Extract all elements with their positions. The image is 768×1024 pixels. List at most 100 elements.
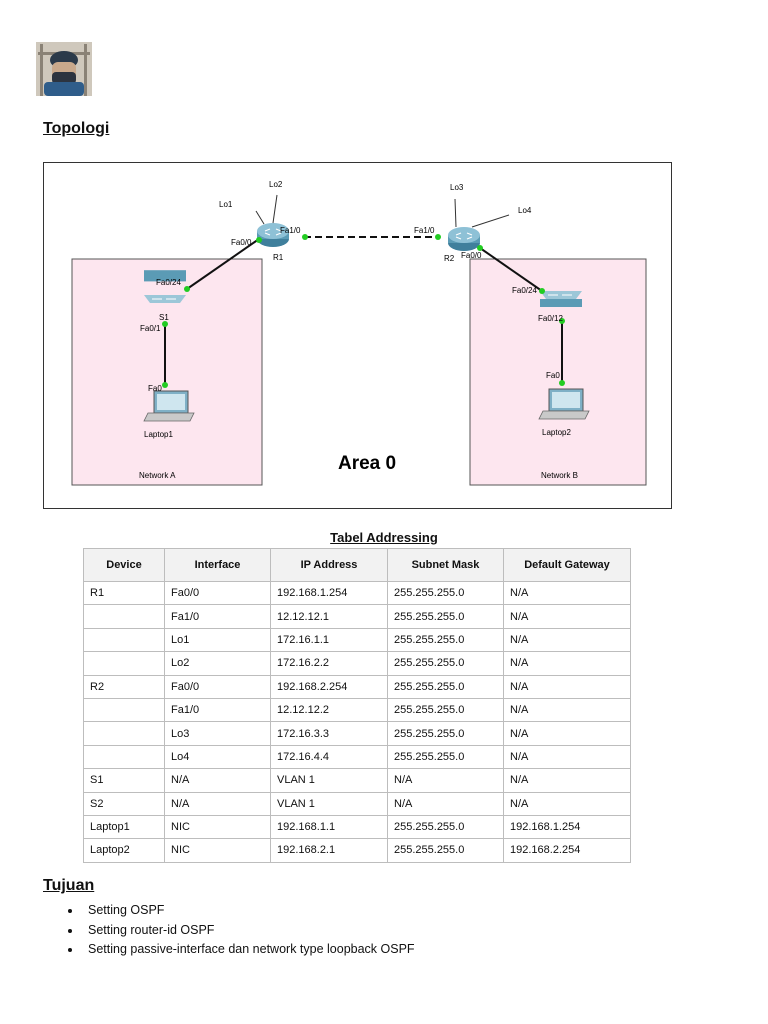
laptop2-icon[interactable] — [538, 388, 590, 420]
table-cell: 255.255.255.0 — [387, 814, 504, 840]
topology-heading: Topologi — [43, 120, 110, 137]
table-cell: 12.12.12.2 — [270, 697, 388, 723]
table-cell: 255.255.255.0 — [387, 627, 504, 653]
label-laptop2: Laptop2 — [542, 428, 571, 437]
table-cell: 172.16.4.4 — [270, 744, 388, 770]
label-r2: R2 — [444, 254, 455, 263]
label-lo3: Lo3 — [450, 183, 464, 192]
table-cell: N/A — [503, 791, 631, 816]
label-r2-fa1-0: Fa1/0 — [414, 226, 435, 235]
switch-s1-icon[interactable] — [144, 270, 186, 303]
table-cell: N/A — [503, 604, 631, 629]
table-cell: N/A — [164, 791, 271, 816]
table-cell: 192.168.1.1 — [270, 814, 388, 840]
table-cell: 12.12.12.1 — [270, 604, 388, 629]
topology-diagram: Lo2 Lo1 Fa1/0 Fa0/0 R1 Lo3 Lo4 Fa1/0 Fa0… — [43, 162, 672, 509]
label-lo2: Lo2 — [269, 180, 283, 189]
label-network-a: Network A — [139, 471, 176, 480]
table-cell: Lo4 — [164, 744, 271, 770]
table-cell: N/A — [503, 627, 631, 653]
area-label: Area 0 — [338, 453, 396, 474]
label-lo4: Lo4 — [518, 206, 532, 215]
table-cell: Fa1/0 — [164, 697, 271, 723]
router-r2-icon[interactable] — [448, 198, 510, 251]
table-cell: 192.168.2.1 — [270, 838, 388, 863]
author-photo-icon — [36, 42, 92, 96]
table-header-cell: Interface — [164, 548, 271, 582]
table-cell: NIC — [164, 814, 271, 840]
table-cell: Laptop1 — [83, 814, 165, 840]
label-s2-fa0-24: Fa0/24 — [512, 286, 537, 295]
switch-s2-icon[interactable] — [540, 291, 582, 307]
table-cell: N/A — [503, 697, 631, 723]
goals-heading: Tujuan — [43, 877, 95, 894]
table-cell: VLAN 1 — [270, 768, 388, 793]
table-cell: R2 — [83, 674, 165, 699]
table-cell: N/A — [387, 791, 504, 816]
table-cell: 255.255.255.0 — [387, 697, 504, 723]
table-cell: 192.168.1.254 — [503, 814, 631, 840]
label-lo1: Lo1 — [219, 200, 233, 209]
label-s1-fa0-24: Fa0/24 — [156, 278, 181, 287]
table-cell: N/A — [503, 651, 631, 676]
table-cell: 172.16.3.3 — [270, 721, 388, 746]
table-header-cell: Default Gateway — [503, 548, 631, 582]
table-cell: N/A — [387, 768, 504, 793]
author-logo — [36, 42, 92, 96]
goal-item: Setting OSPF — [82, 901, 415, 921]
table-cell — [83, 744, 165, 770]
label-s2-fa0-12: Fa0/12 — [538, 314, 563, 323]
table-cell: Laptop2 — [83, 838, 165, 863]
table-cell: Fa1/0 — [164, 604, 271, 629]
table-cell — [83, 651, 165, 676]
table-cell: 192.168.2.254 — [503, 838, 631, 863]
table-header-cell: Subnet Mask — [387, 548, 504, 582]
label-network-b: Network B — [541, 471, 578, 480]
table-cell: 172.16.2.2 — [270, 651, 388, 676]
table-cell: N/A — [503, 768, 631, 793]
network-a-box — [71, 258, 263, 486]
table-header-cell: Device — [83, 548, 165, 582]
router-r1-icon[interactable] — [255, 194, 289, 247]
label-laptop1-fa0: Fa0 — [148, 384, 162, 393]
table-cell: R1 — [83, 580, 165, 606]
goals-list: Setting OSPFSetting router-id OSPFSettin… — [62, 901, 415, 960]
label-laptop2-fa0: Fa0 — [546, 371, 560, 380]
table-title: Tabel Addressing — [330, 530, 438, 545]
table-cell: Lo1 — [164, 627, 271, 653]
table-cell: Fa0/0 — [164, 674, 271, 699]
table-cell: Fa0/0 — [164, 580, 271, 606]
table-cell: N/A — [164, 768, 271, 793]
table-cell: 255.255.255.0 — [387, 721, 504, 746]
table-cell: N/A — [503, 580, 631, 606]
table-cell — [83, 721, 165, 746]
table-cell: 255.255.255.0 — [387, 838, 504, 863]
label-r1: R1 — [273, 253, 284, 262]
table-cell: S2 — [83, 791, 165, 816]
label-s1-fa0-1: Fa0/1 — [140, 324, 161, 333]
table-cell — [83, 627, 165, 653]
goal-item: Setting router-id OSPF — [82, 921, 415, 941]
table-cell: N/A — [503, 674, 631, 699]
table-cell: 255.255.255.0 — [387, 604, 504, 629]
table-cell: 255.255.255.0 — [387, 744, 504, 770]
label-r2-fa0-0: Fa0/0 — [461, 251, 482, 260]
table-cell: NIC — [164, 838, 271, 863]
table-cell: Lo2 — [164, 651, 271, 676]
laptop1-icon[interactable] — [143, 390, 195, 422]
table-cell: 192.168.2.254 — [270, 674, 388, 699]
link-r2-s2 — [479, 247, 543, 292]
